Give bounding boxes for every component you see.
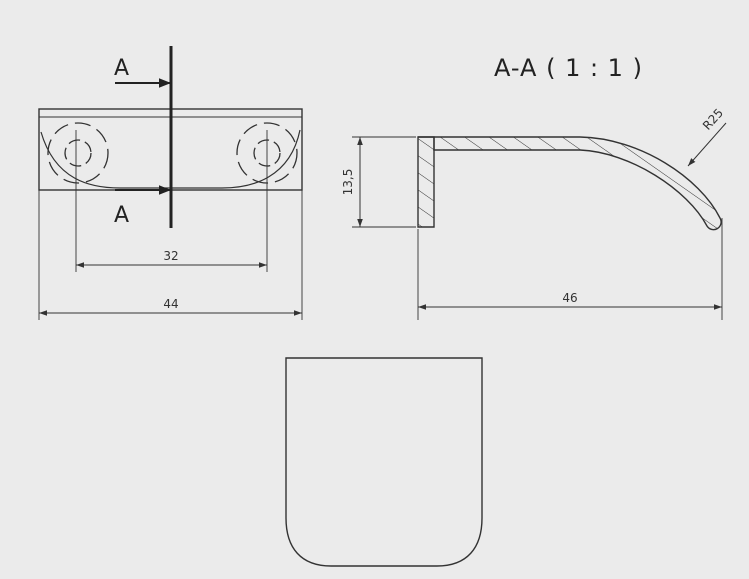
left-hole-circle <box>64 139 92 167</box>
dim-height: 13,5 <box>341 169 355 196</box>
left-counterbore-circle <box>47 122 109 184</box>
section-label-bottom: A <box>114 203 129 228</box>
section-label-top: A <box>114 56 129 81</box>
top-view-dimensions <box>38 190 303 320</box>
section-view <box>417 136 722 231</box>
dim-overall-length: 44 <box>163 297 178 311</box>
dim-radius: R25 <box>700 106 726 133</box>
section-title: A-A ( 1 : 1 ) <box>494 54 643 82</box>
section-curved-arm <box>418 136 722 231</box>
section-cut: A A <box>114 46 173 228</box>
radius-leader <box>687 122 727 167</box>
section-vertical-leg <box>417 136 435 228</box>
section-dimensions <box>352 122 727 320</box>
front-view-outline <box>285 357 483 567</box>
dim-hole-spacing: 32 <box>163 249 178 263</box>
dim-section-length: 46 <box>562 291 577 305</box>
